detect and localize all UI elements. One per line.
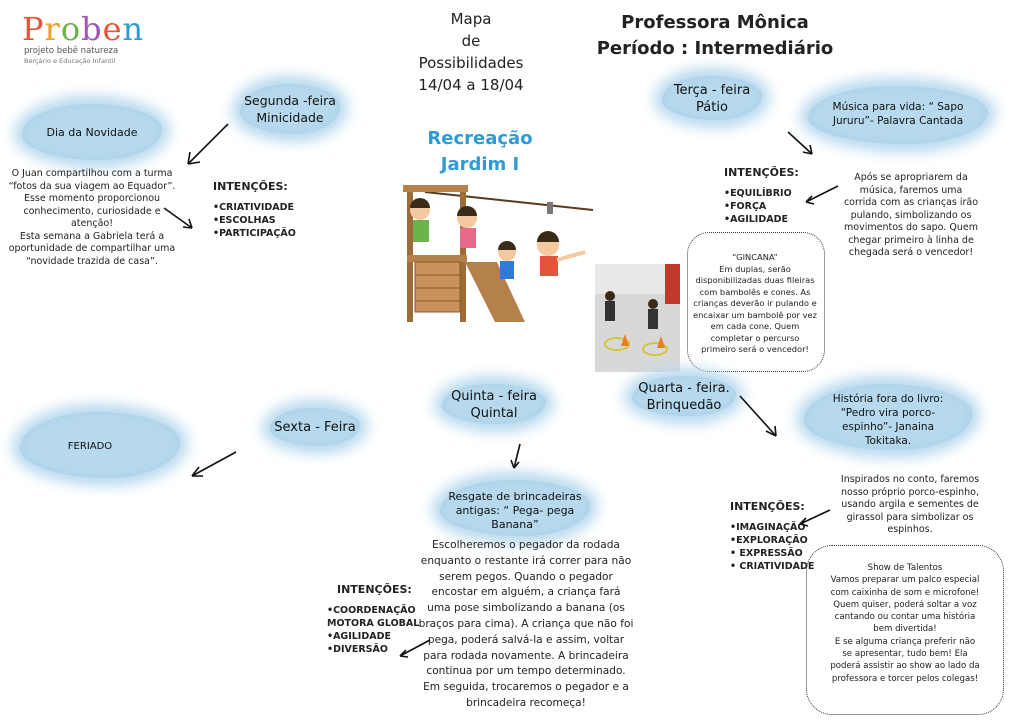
monday-description: O Juan compartilhou com a turma “fotos d… <box>8 168 176 267</box>
teacher-title: Professora Mônica Período : Intermediári… <box>596 12 834 59</box>
mapa-title: Mapa de Possibilidades 14/04 a 18/04 <box>418 10 524 94</box>
monday-day-label: Segunda -feira Minicidade <box>244 93 336 125</box>
tuesday-description: Após se apropriarem da música, faremos u… <box>843 172 979 258</box>
wednesday-description: Inspirados no conto, faremos nosso própr… <box>840 474 980 535</box>
monday-activity-label: Dia da Novidade <box>46 126 138 139</box>
playground-illustration <box>403 185 594 322</box>
thursday-intentions: INTENÇÕES: •COORDENAÇÃO MOTORA GLOBAL •A… <box>327 583 420 655</box>
monday-intentions: INTENÇÕES: •CRIATIVIDADE •ESCOLHAS •PART… <box>213 180 296 239</box>
logo-title: Proben <box>22 10 145 48</box>
logo-subtitle: projeto bebê natureza <box>24 46 119 56</box>
tuesday-intentions: INTENÇÕES: •EQUILÍBRIO •FORÇA •AGILIDADE <box>724 166 799 225</box>
thursday-activity-label: Resgate de brincadeiras antigas: “ Pega-… <box>448 490 582 531</box>
logo: Proben projeto bebê natureza Berçário e … <box>22 12 162 67</box>
tuesday-day-label: Terça - feira Pátio <box>673 83 751 115</box>
tuesday-activity-label: Música para vida: “ Sapo Jururu”- Palavr… <box>832 101 964 127</box>
tuesday-day-cloud <box>662 76 762 120</box>
recreacao-title: Recreação Jardim I <box>427 128 533 175</box>
gincana-box <box>687 232 825 372</box>
talent-box <box>806 545 1004 715</box>
thursday-description: Escolheremos o pegador da rodada enquant… <box>418 539 634 709</box>
wednesday-day-label: Quarta - feira. Brinquedão <box>638 381 730 413</box>
friday-activity-label: FERIADO <box>67 441 113 452</box>
monday-day-cloud <box>240 84 340 134</box>
tuesday-activity-cloud <box>808 86 988 144</box>
wednesday-intentions: INTENÇÕES: •IMAGINAÇÃO •EXPLORAÇÃO • EXP… <box>730 500 815 572</box>
thursday-day-label: Quinta - feira Quintal <box>451 389 537 421</box>
thursday-activity-cloud <box>440 480 590 536</box>
friday-day-label: Sexta - Feira <box>274 420 356 435</box>
thursday-day-cloud <box>442 384 546 424</box>
logo-subtitle-2: Berçário e Educação Infantil <box>24 57 116 65</box>
gincana-text: “GINCANA” Em duplas, serão disponibiliza… <box>693 252 817 354</box>
wednesday-day-cloud <box>632 376 736 416</box>
friday-activity-cloud <box>20 412 180 478</box>
friday-day-cloud <box>270 408 360 446</box>
monday-activity-cloud <box>22 104 162 160</box>
activity-photo <box>595 264 680 372</box>
wednesday-activity-cloud <box>804 384 972 450</box>
wednesday-activity-label: História fora do livro: “Pedro vira porc… <box>832 393 944 447</box>
talent-text: Show de Talentos Vamos preparar um palco… <box>830 563 980 684</box>
photo-image <box>595 264 680 372</box>
